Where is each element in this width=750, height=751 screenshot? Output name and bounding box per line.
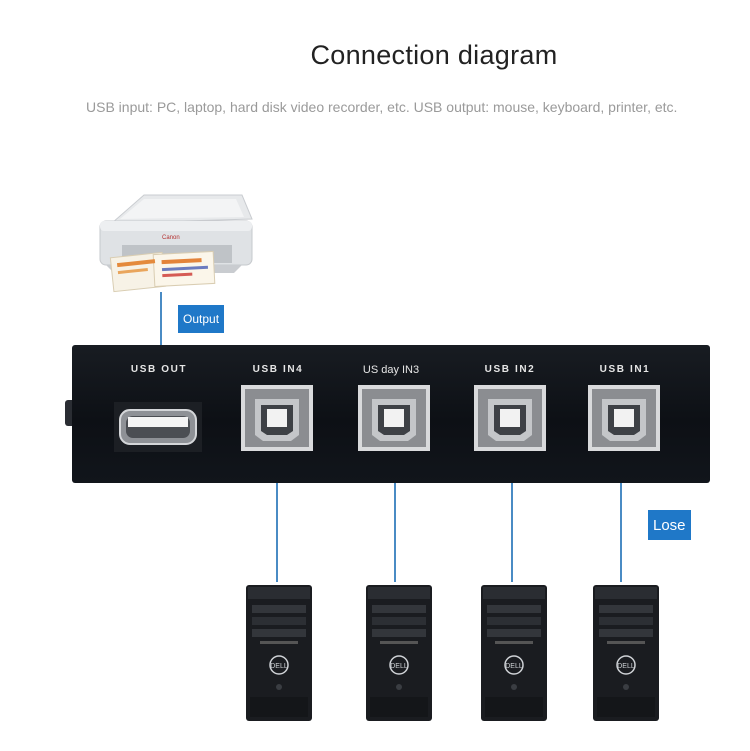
page-subtitle: USB input: PC, laptop, hard disk video r… — [86, 99, 678, 115]
switch-side-button — [65, 400, 75, 426]
printer-brand-label: Canon — [162, 235, 180, 241]
computer-tower-icon-4: DELL — [593, 585, 659, 721]
port-label-usb-in2: USB IN2 — [484, 364, 536, 375]
printer-icon: Canon — [99, 194, 253, 293]
pc-cable-2 — [394, 432, 396, 582]
usb-b-port-icon-in3 — [358, 385, 430, 451]
port-label-usb-in1: USB IN1 — [599, 364, 651, 375]
lose-tag: Lose — [648, 510, 691, 540]
computer-brand-label-1: DELL — [270, 663, 288, 670]
pc-cable-3 — [511, 432, 513, 582]
output-tag: Output — [178, 305, 225, 333]
port-label-usb-in3: US day IN3 — [362, 364, 420, 376]
computer-brand-label-2: DELL — [390, 663, 408, 670]
computer-brand-label-4: DELL — [617, 663, 635, 670]
computer-tower-icon-3: DELL — [481, 585, 547, 721]
usb-switch-box: USB OUT USB IN4 US day IN3 USB IN2 USB I… — [72, 345, 710, 483]
page-title: Connection diagram — [310, 40, 558, 70]
usb-b-port-icon-in4 — [241, 385, 313, 451]
usb-b-port-icon-in1 — [588, 385, 660, 451]
port-label-usb-out: USB OUT — [130, 364, 188, 375]
computer-tower-icon-1: DELL — [246, 585, 312, 721]
computer-brand-label-3: DELL — [505, 663, 523, 670]
port-label-usb-in4: USB IN4 — [252, 364, 304, 375]
pc-cable-4 — [620, 432, 622, 582]
pc-cable-1 — [276, 432, 278, 582]
computer-tower-icon-2: DELL — [366, 585, 432, 721]
usb-b-port-icon-in2 — [474, 385, 546, 451]
usb-a-port-icon — [114, 402, 202, 452]
